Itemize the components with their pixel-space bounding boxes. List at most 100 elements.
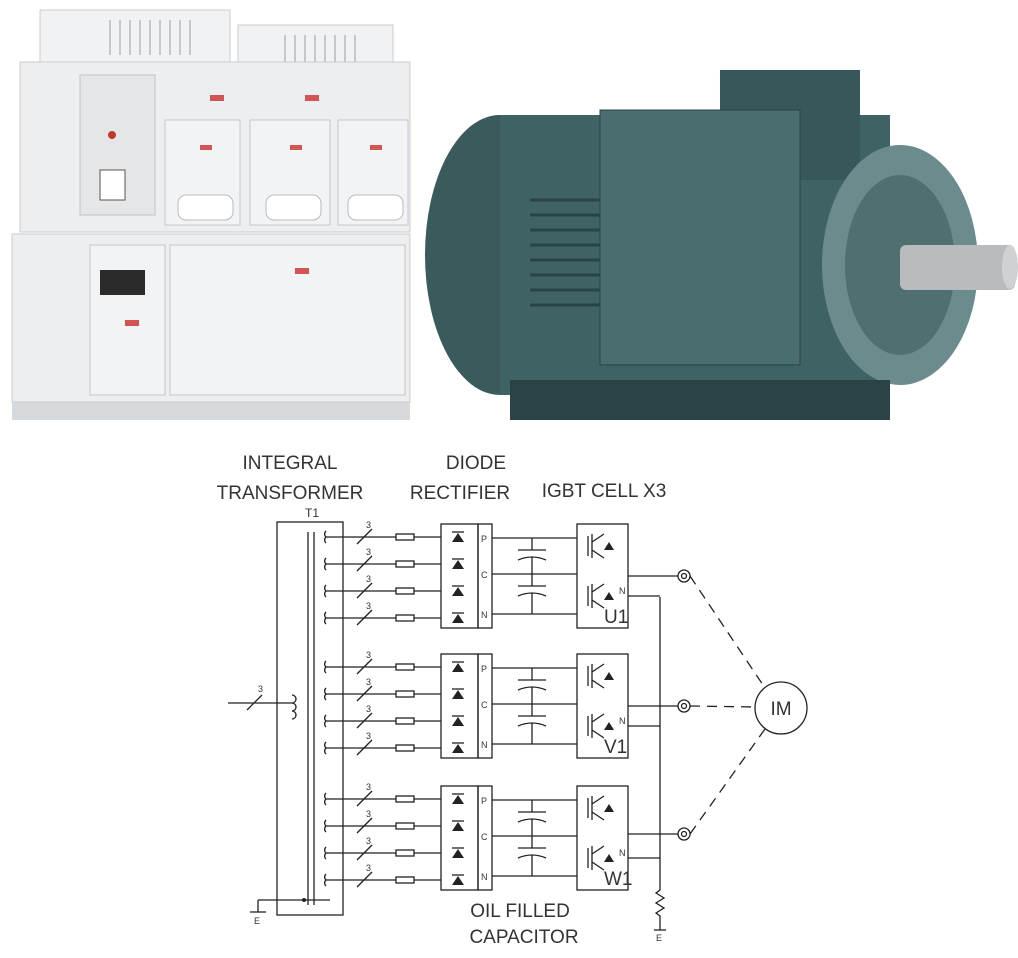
- secondary-winding: [324, 557, 327, 571]
- secondary-winding: [324, 792, 327, 806]
- lower-door-right: [169, 244, 406, 396]
- igbt-icon: [591, 845, 605, 871]
- wire-count-slash: [356, 871, 373, 888]
- secondary-winding: [324, 660, 327, 674]
- output-terminal: [677, 827, 691, 841]
- cell-output-n-label: N: [619, 586, 626, 596]
- cabinet-control-panel: [79, 74, 156, 216]
- output-terminal-inner: [680, 702, 688, 710]
- motor-shaft-end: [1002, 245, 1018, 289]
- diode-icon: [452, 849, 464, 858]
- diode-icon: [452, 795, 464, 804]
- freewheel-diode-icon: [604, 542, 614, 550]
- diode-icon: [452, 876, 464, 885]
- wire-count-label: 3: [366, 809, 371, 819]
- diode-icon: [452, 690, 464, 699]
- transformer-box: [276, 521, 344, 916]
- secondary-winding: [324, 687, 327, 701]
- fuse: [395, 744, 415, 752]
- igbt-icon: [591, 583, 605, 609]
- rectifier-terminals: [477, 523, 493, 629]
- earth-node-left: [302, 898, 306, 902]
- cell-id-label: U1: [604, 607, 628, 628]
- rectifier-terminals: [477, 785, 493, 891]
- diode-icon: [452, 533, 464, 542]
- igbt-icon: [591, 795, 605, 821]
- wire-count-slash: [356, 609, 373, 626]
- diode-icon: [452, 744, 464, 753]
- terminal-label-n: N: [481, 872, 488, 882]
- fuse: [395, 587, 415, 595]
- secondary-winding: [324, 714, 327, 728]
- diode-icon: [452, 560, 464, 569]
- igbt-icon: [591, 663, 605, 689]
- indicator-lamp: [108, 131, 116, 139]
- motor-link-w: [689, 728, 766, 835]
- wire-count-slash: [356, 528, 373, 545]
- freewheel-diode-icon: [604, 722, 614, 730]
- secondary-winding: [324, 741, 327, 755]
- motor-symbol: [754, 681, 808, 735]
- wire-count-slash: [356, 712, 373, 729]
- cabinet-base: [12, 400, 410, 420]
- terminal-label-p: P: [481, 796, 487, 806]
- freewheel-diode-icon: [604, 672, 614, 680]
- cell-id-label: W1: [604, 869, 633, 890]
- motor-terminal-box: [599, 109, 801, 366]
- fuse: [395, 717, 415, 725]
- label-capacitor: CAPACITOR: [469, 927, 578, 948]
- label-t1: T1: [305, 506, 319, 520]
- vent-grille-left: [109, 20, 191, 55]
- label-rectifier: RECTIFIER: [410, 483, 510, 504]
- diode-icon: [452, 717, 464, 726]
- wire-count-label: 3: [366, 731, 371, 741]
- label-oil-filled: OIL FILLED: [470, 901, 570, 922]
- diode-icon: [452, 587, 464, 596]
- wire-count-slash: [356, 739, 373, 756]
- wire-count-label: 3: [366, 863, 371, 873]
- wire-count-slash: [356, 817, 373, 834]
- motor-link-u: [689, 575, 766, 689]
- terminal-label-c: C: [481, 700, 488, 710]
- fuse: [395, 560, 415, 568]
- primary-input-slash: [246, 694, 263, 711]
- primary-input-count: 3: [258, 684, 263, 694]
- terminal-label-n: N: [481, 740, 488, 750]
- secondary-winding: [324, 819, 327, 833]
- rectifier-terminals: [477, 653, 493, 759]
- secondary-winding: [324, 611, 327, 625]
- terminal-label-c: C: [481, 832, 488, 842]
- cell-handle-3: [347, 194, 404, 221]
- output-terminal-inner: [680, 572, 688, 580]
- terminal-label-n: N: [481, 610, 488, 620]
- label-igbt-cell: IGBT CELL X3: [542, 481, 667, 502]
- vent-grille-right: [284, 35, 356, 65]
- diode-icon: [452, 614, 464, 623]
- wire-count-label: 3: [366, 836, 371, 846]
- fuse: [395, 822, 415, 830]
- secondary-winding: [324, 530, 327, 544]
- fuse: [395, 876, 415, 884]
- fuse: [395, 533, 415, 541]
- output-terminal: [677, 569, 691, 583]
- wire-count-slash: [356, 844, 373, 861]
- cell-output-n-label: N: [619, 848, 626, 858]
- motor-label: IM: [770, 699, 791, 720]
- freewheel-diode-icon: [604, 592, 614, 600]
- terminal-label-p: P: [481, 534, 487, 544]
- lower-door-window: [100, 270, 145, 295]
- warning-labels: [125, 95, 382, 326]
- diode-icon: [452, 822, 464, 831]
- cell-id-label: V1: [604, 737, 627, 758]
- label-diode: DIODE: [446, 453, 506, 474]
- secondary-winding: [324, 846, 327, 860]
- output-terminal-inner: [680, 830, 688, 838]
- wire-count-label: 3: [366, 574, 371, 584]
- cell-handle-1: [177, 194, 234, 221]
- earth-label-left: E: [254, 916, 260, 926]
- terminal-label-p: P: [481, 664, 487, 674]
- wire-count-slash: [356, 658, 373, 675]
